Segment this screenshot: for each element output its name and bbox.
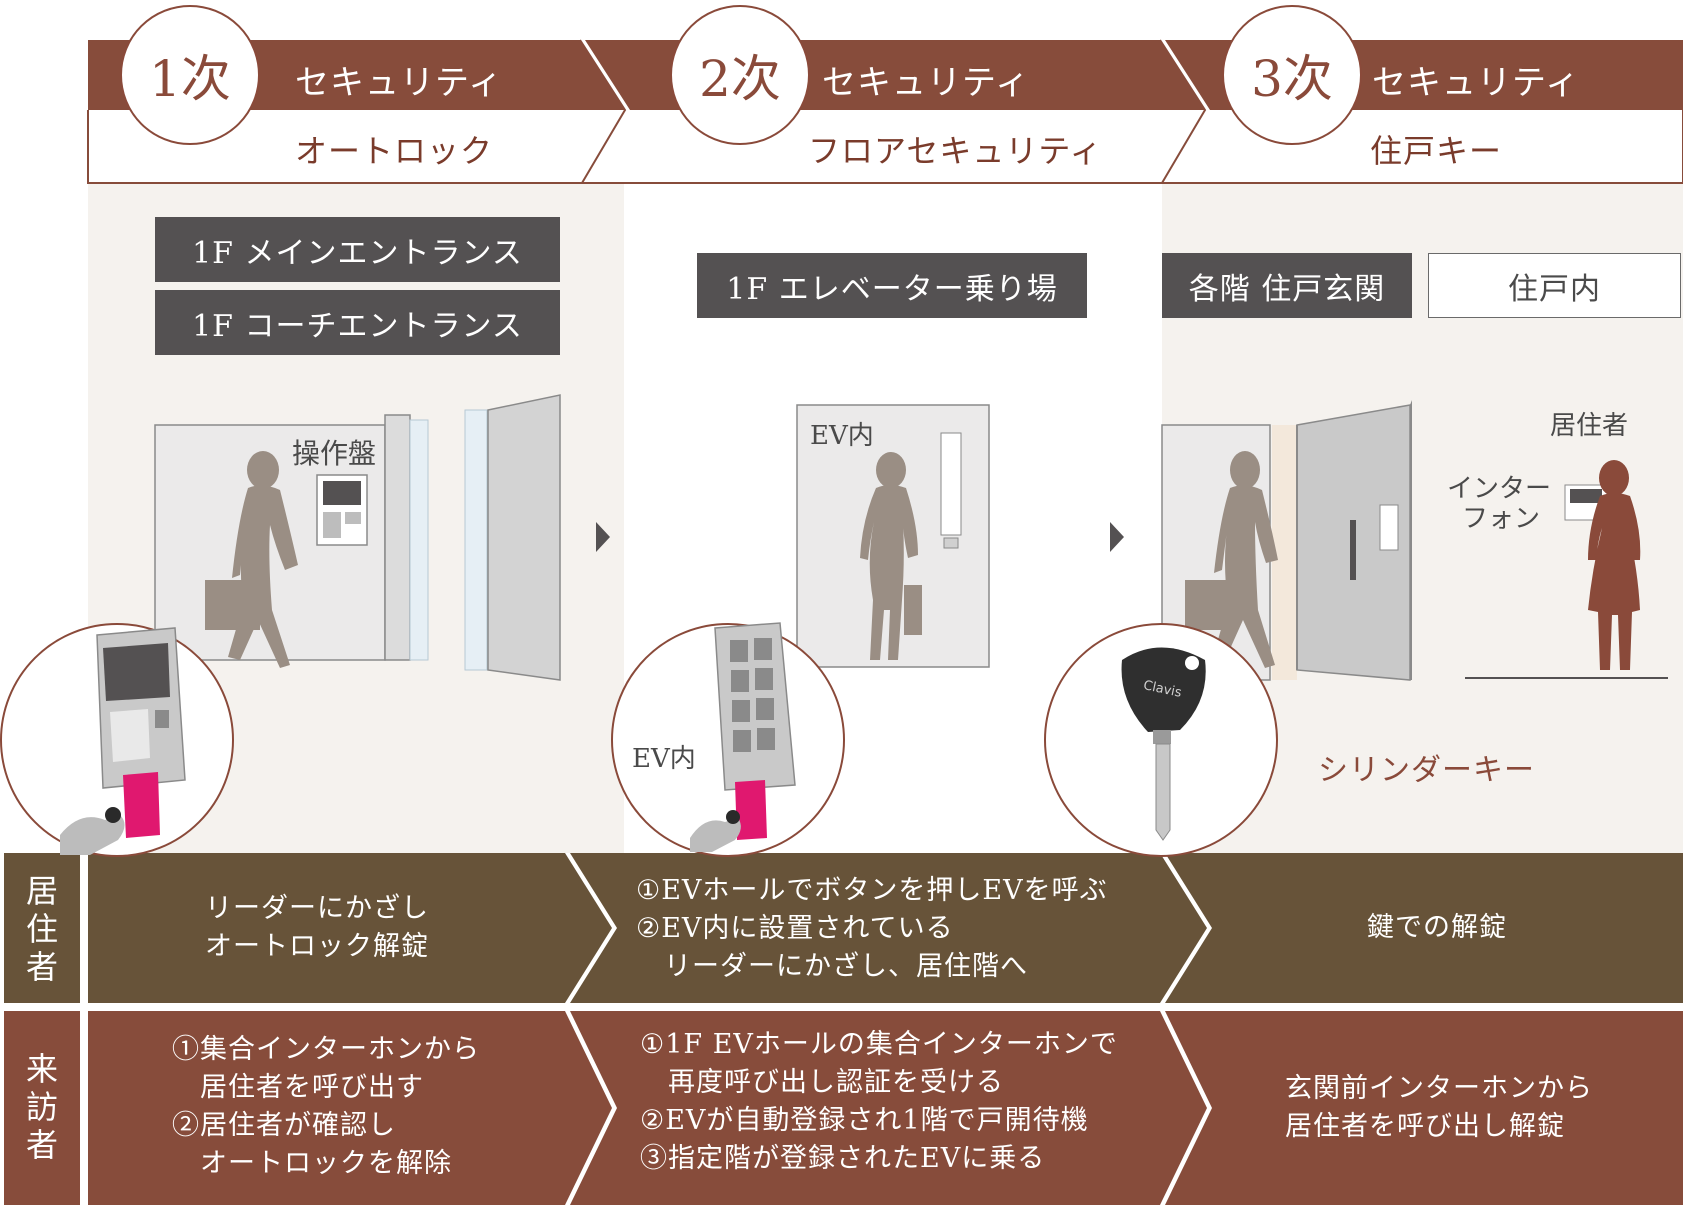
resident-row-2: [570, 853, 1207, 1003]
location-coach-entrance: 1F コーチエントランス: [155, 290, 560, 355]
scene-arrow-1: [596, 522, 610, 552]
visitor-label-char: 来: [25, 1050, 58, 1088]
visitor-row-2: [570, 1011, 1207, 1205]
step3-number: 3次: [1251, 50, 1333, 108]
text-line: ②居住者が確認し: [172, 1110, 396, 1141]
resident-row-3: [1165, 853, 1683, 1003]
header-sub-outline: [87, 110, 1683, 184]
step2-subtitle: フロアセキュリティ: [808, 132, 1103, 170]
location-main-entrance: 1F メインエントランス: [155, 217, 560, 282]
visitor-step2-text: ①1F EVホールの集合インターホンで 再度呼び出し認証を受ける ②EVが自動登…: [640, 1026, 1118, 1178]
door-illustration: [1161, 400, 1668, 681]
step1-number: 1次: [149, 50, 231, 108]
visitor-label-char: 者: [25, 1126, 58, 1164]
visitor-row-label: 来 訪 者: [4, 1050, 80, 1164]
resident-label-char: 居: [25, 872, 58, 910]
label-resident: 居住者: [1550, 411, 1629, 441]
step2-number-circle: 2次: [670, 5, 810, 145]
label-cylinder-key: シリンダーキー: [1318, 753, 1535, 788]
card-reader-circle: [0, 623, 234, 857]
text-line: リーダーにかざし、居住階へ: [636, 951, 1028, 982]
resident-label-char: 者: [25, 948, 58, 986]
step3-subtitle: 住戸キー: [1370, 132, 1503, 170]
scene-arrow-2: [1110, 522, 1124, 552]
text-line: 鍵での解錠: [1367, 912, 1507, 943]
text-line: ②EVが自動登録され1階で戸開待機: [640, 1105, 1089, 1136]
header-chevron-2: [1159, 39, 1207, 184]
step3-number-circle: 3次: [1222, 5, 1362, 145]
text-line: ①1F EVホールの集合インターホンで: [640, 1029, 1118, 1060]
resident-label-char: 住: [25, 910, 58, 948]
text-line: 再度呼び出し認証を受ける: [640, 1067, 1004, 1098]
text-line: 玄関前インターホンから: [1285, 1073, 1593, 1104]
resident-row-label: 居 住 者: [4, 872, 80, 986]
visitor-row-1: [88, 1011, 612, 1205]
location-inside-unit: 住戸内: [1428, 253, 1681, 318]
resident-step3-text: 鍵での解錠: [1367, 909, 1507, 947]
text-line: ②EV内に設置されている: [636, 913, 954, 944]
resident-step2-text: ①EVホールでボタンを押しEVを呼ぶ ②EV内に設置されている リーダーにかざし…: [636, 872, 1108, 986]
location-elevator-hall: 1F エレベーター乗り場: [697, 253, 1087, 318]
entrance-illustration: [154, 394, 561, 681]
text-line: 居住者を呼び出し解錠: [1285, 1111, 1565, 1142]
resident-label-bg: [4, 853, 80, 1003]
resident-step1-text: リーダーにかざし オートロック解錠: [205, 890, 429, 966]
cylinder-key-circle: [1044, 623, 1278, 857]
elevator-illustration: [796, 404, 990, 668]
step1-title: セキュリティ: [295, 63, 503, 103]
step2-number: 2次: [699, 50, 781, 108]
visitor-label-char: 訪: [25, 1088, 58, 1126]
label-intercom-line1: インター: [1447, 474, 1552, 504]
visitor-label-bg: [4, 1011, 80, 1205]
ev-reader-circle: [611, 622, 845, 857]
text-line: オートロック解錠: [205, 931, 429, 962]
text-line: ③指定階が登録されたEVに乗る: [640, 1143, 1046, 1174]
text-line: ①集合インターホンから: [172, 1034, 480, 1065]
text-line: オートロックを解除: [172, 1148, 452, 1179]
resident-row-1: [88, 853, 612, 1003]
text-line: ①EVホールでボタンを押しEVを呼ぶ: [636, 875, 1108, 906]
visitor-row-3: [1165, 1011, 1683, 1205]
location-each-floor-entrance: 各階 住戸玄関: [1162, 253, 1412, 318]
step2-title: セキュリティ: [822, 63, 1030, 103]
step3-title: セキュリティ: [1372, 63, 1580, 103]
label-control-panel: 操作盤: [292, 437, 377, 470]
step1-number-circle: 1次: [120, 5, 260, 145]
header-chevron-1: [579, 39, 627, 184]
text-line: 居住者を呼び出す: [172, 1072, 424, 1103]
label-intercom-line2: フォン: [1462, 504, 1541, 534]
step1-subtitle: オートロック: [295, 132, 494, 170]
visitor-step3-text: 玄関前インターホンから 居住者を呼び出し解錠: [1285, 1070, 1593, 1146]
text-line: リーダーにかざし: [205, 893, 429, 924]
label-ev-inside-top: EV内: [810, 421, 874, 451]
label-ev-inside-circle: EV内: [632, 744, 696, 774]
visitor-step1-text: ①集合インターホンから 居住者を呼び出す ②居住者が確認し オートロックを解除: [172, 1031, 480, 1183]
